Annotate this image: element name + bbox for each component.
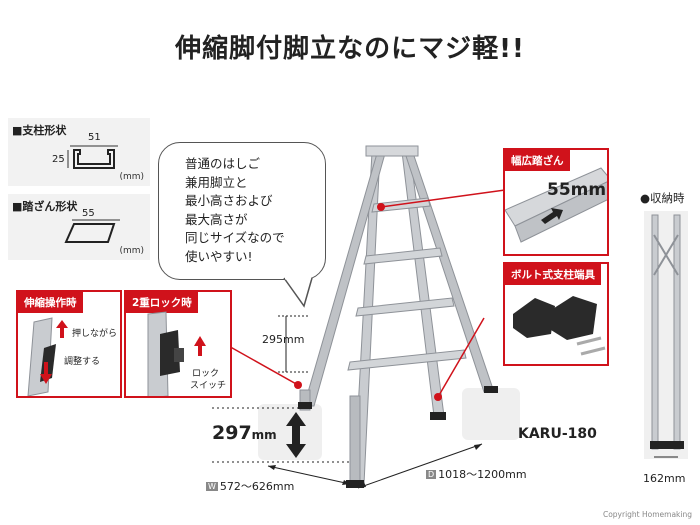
depth-value: 1018～1200mm: [438, 468, 527, 481]
leg-range-dimension: 295mm: [262, 333, 305, 346]
switch-text: スイッチ: [190, 381, 227, 391]
extend-unit: mm: [251, 428, 277, 442]
storage-width: 162mm: [643, 472, 686, 485]
pillar-width-label: 51: [88, 132, 101, 143]
wide-step-label: 幅広踏ざん: [505, 150, 570, 171]
wide-step-detail-icon: [505, 167, 607, 243]
storage-label: ●収納時: [640, 191, 685, 205]
step-shape-box: ■踏ざん形状 55 (mm): [8, 194, 150, 260]
bubble-line-3: 最小高さおよび: [185, 193, 273, 208]
pillar-shape-box: ■支柱形状 51 25 (mm): [8, 118, 150, 186]
bolt-foot-icon: [513, 296, 606, 356]
step-profile-icon: [64, 219, 120, 243]
depth-tag: D: [426, 470, 437, 479]
double-lock-icon: [147, 311, 206, 396]
model-name: KARU-180: [518, 426, 597, 442]
bubble-line-6: 使いやすい!: [185, 248, 253, 264]
pillar-height-label: 25: [52, 154, 65, 165]
lock-text: ロック: [192, 369, 220, 379]
double-lock-label: 2重ロック時: [126, 292, 198, 313]
speech-bubble: 普通のはしご 兼用脚立と 最小高さおよび 最大高さが 同じサイズなので 使いやす…: [158, 142, 326, 280]
press-text: 押しながら: [72, 329, 118, 339]
copyright-text: Copyright Homemaking: [602, 510, 692, 519]
pillar-shape-header: ■支柱形状: [12, 124, 67, 137]
adjust-text: 調整する: [64, 357, 101, 367]
extend-operation-label: 伸縮操作時: [18, 292, 83, 313]
extend-lever-icon: [27, 317, 68, 396]
extend-value: 297: [212, 422, 252, 444]
pillar-unit: (mm): [119, 172, 144, 182]
bolt-foot-callout: ボルト式支柱端具: [503, 262, 609, 366]
step-width-label: 55: [82, 208, 95, 219]
page-title: 伸縮脚付脚立なのにマジ軽!!: [175, 34, 525, 64]
bubble-line-4: 最大高さが: [185, 211, 248, 227]
width-tag: W: [206, 482, 218, 491]
bubble-line-5: 同じサイズなので: [185, 230, 285, 245]
double-lock-callout: 2重ロック時 ロック スイッチ: [124, 290, 232, 398]
wide-step-callout: 幅広踏ざん 55mm: [503, 148, 609, 256]
bubble-line-1: 普通のはしご: [185, 156, 261, 171]
bolt-foot-label: ボルト式支柱端具: [505, 264, 601, 285]
step-shape-header: ■踏ざん形状: [12, 200, 78, 213]
width-value: 572～626mm: [219, 480, 295, 493]
pillar-profile-icon: [67, 145, 118, 169]
bubble-line-2: 兼用脚立と: [185, 174, 248, 190]
storage-ladder-illustration: [644, 211, 688, 459]
extend-dimension: 297mm: [212, 422, 277, 444]
extend-operation-callout: 伸縮操作時 押しながら 調整する: [16, 290, 122, 398]
wide-step-value: 55mm: [547, 180, 607, 200]
step-unit: (mm): [119, 246, 144, 256]
bubble-tail: [283, 276, 313, 308]
